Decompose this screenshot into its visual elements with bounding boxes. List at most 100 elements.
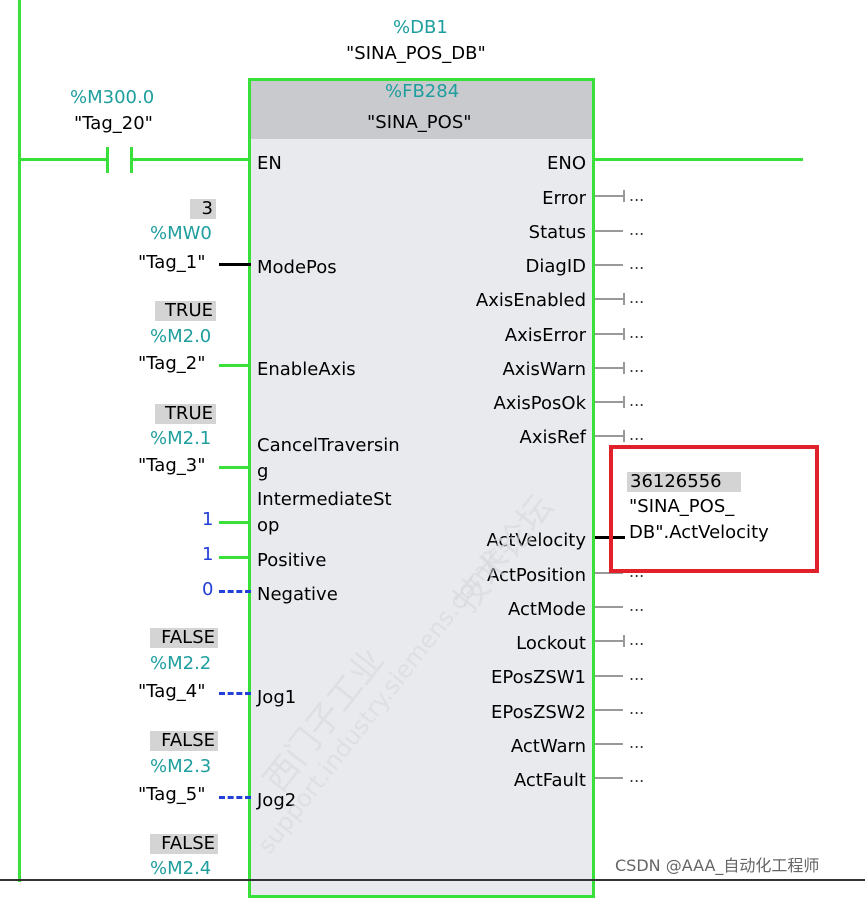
pin-actposition[interactable]: ActPosition [486,565,586,586]
lockout-unconnected[interactable]: ... [629,630,645,649]
positive-value[interactable]: 1 [202,544,214,565]
intermediatestop-wire [219,521,251,524]
actfault-unconnected[interactable]: ... [629,767,645,786]
actwarn-stub [595,743,623,745]
pin-jog2[interactable]: Jog2 [257,790,297,811]
modepos-value[interactable]: 3 [190,199,216,219]
pin-error[interactable]: Error [542,188,586,209]
error-unconnected[interactable]: ... [629,186,645,205]
axiswarn-stub [595,367,623,369]
eposzsw2-unconnected[interactable]: ... [629,699,645,718]
diagid-unconnected[interactable]: ... [629,254,645,273]
pin-eposzsw1[interactable]: EPosZSW1 [491,667,586,688]
next-input-value[interactable]: FALSE [150,834,218,854]
axiswarn-stub-end [623,362,625,374]
pin-enableaxis[interactable]: EnableAxis [257,359,356,380]
modepos-tag[interactable]: "Tag_1" [138,252,206,273]
contact-address[interactable]: %M300.0 [70,87,155,108]
contact-tag[interactable]: "Tag_20" [74,113,153,134]
pin-canceltraversing-line2[interactable]: g [257,461,269,482]
negative-wire [219,590,251,593]
power-rail [18,0,21,882]
actvelocity-tag-line2[interactable]: DB".ActVelocity [629,522,769,543]
pin-jog1[interactable]: Jog1 [257,687,297,708]
pin-actwarn[interactable]: ActWarn [510,736,586,757]
pin-eposzsw2[interactable]: EPosZSW2 [491,702,586,723]
pin-axisref[interactable]: AxisRef [519,427,586,448]
pin-actmode[interactable]: ActMode [508,599,586,620]
block-fb-name[interactable]: "SINA_POS" [367,112,472,133]
canceltraversing-address[interactable]: %M2.1 [150,428,212,449]
axiserror-stub [595,333,623,335]
axisposok-stub-end [623,396,625,408]
jog1-address[interactable]: %M2.2 [150,653,212,674]
axisref-unconnected[interactable]: ... [629,425,645,444]
block-header: %FB284 "SINA_POS" [251,81,592,139]
eposzsw1-unconnected[interactable]: ... [629,665,645,684]
pin-axisposok[interactable]: AxisPosOk [493,393,586,414]
actvelocity-value[interactable]: 36126556 [627,472,741,492]
negative-value[interactable]: 0 [202,579,214,600]
contact-right-bar[interactable] [130,147,133,173]
enableaxis-tag[interactable]: "Tag_2" [138,353,206,374]
eposzsw2-stub [595,709,623,711]
pin-positive[interactable]: Positive [257,550,327,571]
instance-db-name[interactable]: "SINA_POS_DB" [346,43,486,64]
highlight-box [609,445,819,573]
pin-actfault[interactable]: ActFault [513,770,586,791]
next-input-address[interactable]: %M2.4 [150,858,212,879]
error-stub-end [623,190,625,202]
pin-lockout[interactable]: Lockout [516,633,586,654]
actvelocity-tag-line1[interactable]: "SINA_POS_ [629,496,735,517]
pin-diagid[interactable]: DiagID [525,256,587,277]
canceltraversing-value[interactable]: TRUE [155,404,216,424]
axisenabled-unconnected[interactable]: ... [629,288,645,307]
jog2-value[interactable]: FALSE [150,731,218,751]
jog2-address[interactable]: %M2.3 [150,756,212,777]
rung-wire-left [20,158,106,161]
pin-axiswarn[interactable]: AxisWarn [502,359,586,380]
jog1-value[interactable]: FALSE [150,628,218,648]
intermediatestop-value[interactable]: 1 [202,509,214,530]
pin-canceltraversing-line1[interactable]: CancelTraversin [257,435,400,456]
pin-axisenabled[interactable]: AxisEnabled [475,290,586,311]
bottom-rule [0,879,865,881]
modepos-address[interactable]: %MW0 [150,223,212,244]
axisposok-unconnected[interactable]: ... [629,391,645,410]
pin-axiserror[interactable]: AxisError [504,325,586,346]
block-fb-address[interactable]: %FB284 [385,81,460,102]
axiserror-stub-end [623,328,625,340]
error-stub [595,195,623,197]
actwarn-unconnected[interactable]: ... [629,733,645,752]
pin-negative[interactable]: Negative [257,584,338,605]
pin-actvelocity[interactable]: ActVelocity [486,530,586,551]
pin-eno[interactable]: ENO [546,153,586,174]
pin-en[interactable]: EN [257,153,282,174]
actmode-unconnected[interactable]: ... [629,596,645,615]
enableaxis-value[interactable]: TRUE [155,301,216,321]
instance-db-address[interactable]: %DB1 [393,17,448,38]
axisref-stub-end [623,430,625,442]
axiserror-unconnected[interactable]: ... [629,323,645,342]
axisenabled-stub-end [623,293,625,305]
pin-modepos[interactable]: ModePos [257,257,337,278]
canceltraversing-tag[interactable]: "Tag_3" [138,455,206,476]
jog2-tag[interactable]: "Tag_5" [138,784,206,805]
pin-intermediatestop-line2[interactable]: op [257,515,280,536]
contact-left-bar[interactable] [106,147,109,173]
enableaxis-address[interactable]: %M2.0 [150,326,212,347]
jog1-tag[interactable]: "Tag_4" [138,681,206,702]
enableaxis-wire [219,364,251,367]
canceltraversing-wire [219,466,251,469]
actposition-stub [595,572,623,574]
modepos-wire [219,263,251,266]
rung-wire-to-en [133,158,251,161]
pin-intermediatestop-line1[interactable]: IntermediateSt [257,489,392,510]
eposzsw1-stub [595,675,623,677]
actmode-stub [595,606,623,608]
status-unconnected[interactable]: ... [629,220,645,239]
credit-text: CSDN @AAA_自动化工程师 [615,856,820,875]
function-block-sina-pos[interactable]: %FB284 "SINA_POS" EN ModePos EnableAxis … [248,78,595,898]
pin-status[interactable]: Status [528,222,586,243]
axiswarn-unconnected[interactable]: ... [629,357,645,376]
